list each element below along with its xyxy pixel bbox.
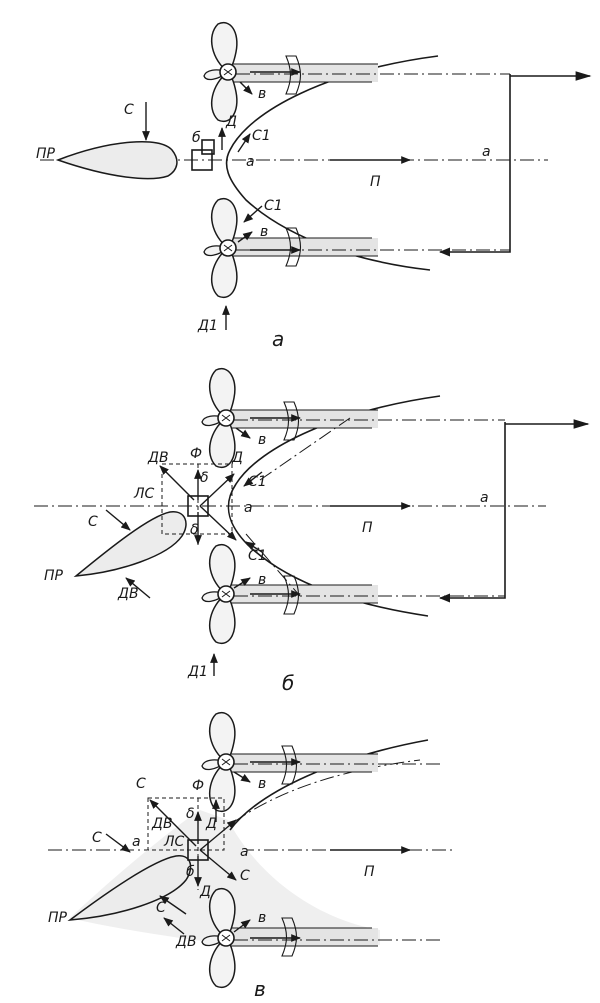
label-thrust-1: Д1: [197, 318, 218, 334]
side-force-left-arrow: [105, 833, 131, 853]
propeller-lower: [203, 197, 238, 299]
label-delta-top: δ: [186, 806, 195, 822]
label-side-force-top: С: [136, 776, 146, 792]
label-phi: Ф: [192, 778, 204, 794]
side-force-top-arrow: [149, 799, 197, 847]
label-side-force-1-upper: С1: [252, 128, 271, 144]
label-resistance: ДВ: [117, 586, 139, 602]
label-rudder: ПР: [48, 910, 68, 926]
label-thrust-1: Д1: [187, 664, 208, 680]
propeller-lower: [201, 543, 236, 645]
label-thrust-bottom: Д: [199, 884, 211, 900]
label-motion: П: [362, 520, 373, 536]
nozzle-upper: [285, 55, 302, 95]
label-jet-lower: в: [260, 224, 268, 240]
rudder-shape: [55, 140, 178, 180]
panel-c: ПР С С С С а Ф δ б ДВ ДВ ЛС Д Д а П в в …: [48, 711, 456, 1001]
label-phi: Ф: [190, 446, 202, 462]
panel-b: ПР С ДВ ДВ Ф Д δ δ ЛС а а П С1 С1 в в Д1…: [34, 367, 590, 695]
jet-stream-lower: [228, 585, 378, 603]
caption-a: а: [272, 327, 284, 351]
return-frame: [438, 74, 511, 257]
label-axis-end: а: [480, 490, 489, 506]
nozzle-lower: [285, 227, 302, 267]
label-jet-upper: в: [258, 776, 266, 792]
label-motion: П: [370, 174, 381, 190]
label-axis-end: а: [482, 144, 491, 160]
propeller-upper: [201, 367, 236, 469]
label-resistance-top: ДВ: [147, 450, 169, 466]
label-delta-top: δ: [200, 470, 209, 486]
label-line-lc: ЛС: [133, 486, 155, 502]
label-thrust-top: Д: [205, 816, 217, 832]
rudder-shape: [67, 855, 192, 921]
jet-stream-lower: [228, 238, 378, 256]
label-jet-lower: в: [258, 910, 266, 926]
label-side-force: С: [124, 102, 134, 118]
panel-a: ПР С С1 С1 б Д Д1 а а П в в а: [36, 21, 592, 351]
label-point: а: [246, 154, 255, 170]
return-frame: [438, 422, 506, 603]
jet-stream-upper: [228, 64, 378, 82]
label-thrust: Д: [231, 450, 243, 466]
label-side-force-1-upper: С1: [248, 474, 267, 490]
label-side-force-1-lower: С1: [264, 198, 283, 214]
label-point: а: [244, 500, 253, 516]
label-motion: П: [364, 864, 375, 880]
label-thrust: Д: [225, 114, 237, 130]
jet-stream-upper: [228, 754, 378, 772]
label-delta-bottom: δ: [190, 522, 199, 538]
rudder-shape: [73, 511, 187, 577]
caption-c: в: [254, 977, 266, 1001]
jet-stream-upper: [228, 410, 378, 428]
propeller-upper: [201, 711, 236, 813]
jet-stream-lower: [228, 928, 378, 946]
label-side-force-left: С: [92, 830, 102, 846]
label-delta-bottom: б: [186, 864, 195, 880]
label-jet-upper: в: [258, 432, 266, 448]
label-point: а: [240, 844, 249, 860]
label-resistance: ДВ: [175, 934, 197, 950]
caption-b: б: [282, 671, 294, 695]
label-rudder: ПР: [36, 146, 56, 162]
label-side-force-1-lower: С1: [248, 548, 267, 564]
label-side-force-lower: С: [156, 900, 166, 916]
side-force-arrow: [105, 509, 131, 531]
label-delta: б: [192, 130, 201, 146]
resistance-arrow: [159, 465, 195, 501]
label-side-force-right: С: [240, 868, 250, 884]
label-resistance-top: ДВ: [151, 816, 173, 832]
propeller-upper: [203, 21, 238, 123]
label-point-left: а: [132, 834, 141, 850]
label-rudder: ПР: [44, 568, 64, 584]
label-jet-upper: в: [258, 86, 266, 102]
label-line-lc: ЛС: [163, 834, 185, 850]
label-jet-lower: в: [258, 572, 266, 588]
label-side-force: С: [88, 514, 98, 530]
